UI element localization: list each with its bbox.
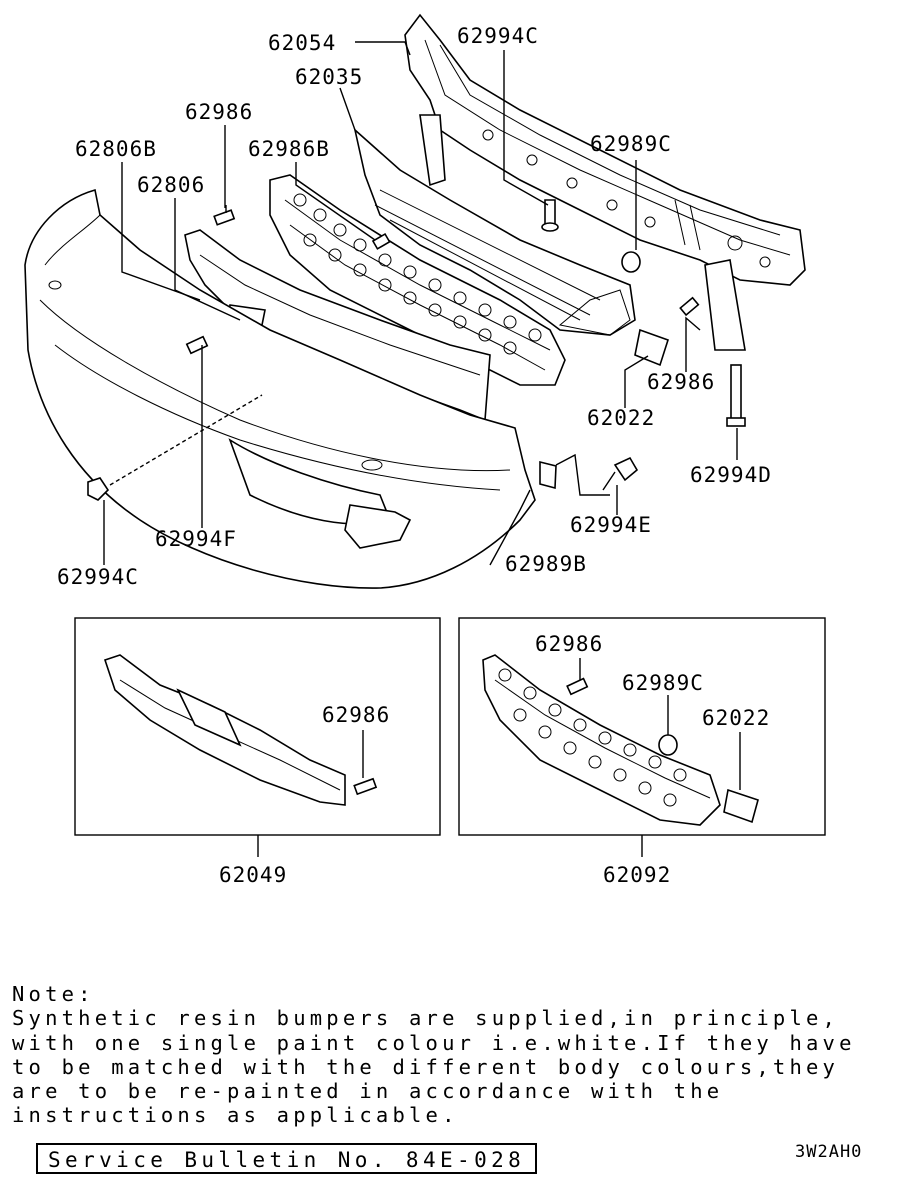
clip-62994C-bottom — [87, 477, 110, 501]
label-62989B: 62989B — [505, 552, 587, 576]
label-62022-sub: 62022 — [702, 706, 770, 730]
leader-lines — [103, 41, 738, 566]
label-62049: 62049 — [219, 863, 287, 887]
label-62994C-top: 62994C — [457, 24, 539, 48]
ornament-62022-top — [634, 328, 669, 367]
grille-mesh-62035 — [353, 127, 636, 336]
label-62986-d: 62986 — [535, 632, 603, 656]
note-line-5: instructions as applicable. — [12, 1103, 459, 1128]
label-62022-top: 62022 — [587, 406, 655, 430]
screw-62986B — [371, 232, 391, 250]
label-62806: 62806 — [137, 173, 205, 197]
bumper-parts-diagram: 62054 62994C 62035 62986 62806B 62986B 6… — [24, 13, 826, 887]
label-62994D: 62994D — [690, 463, 772, 487]
clip-62994C-top — [541, 199, 559, 232]
label-62986-a: 62986 — [185, 100, 253, 124]
screw-62986-a — [213, 205, 236, 226]
label-62092: 62092 — [603, 863, 671, 887]
label-62989C-top: 62989C — [590, 132, 672, 156]
label-62035: 62035 — [295, 65, 363, 89]
reinforcement-bar-62054 — [404, 13, 806, 351]
screw-62994F — [185, 335, 209, 355]
clip-62994E — [613, 456, 639, 482]
note-heading: Note: — [12, 982, 95, 1006]
note-line-2: with one single paint colour i.e.white.I… — [12, 1030, 856, 1055]
label-62989C-sub: 62989C — [622, 671, 704, 695]
bumper-cover — [24, 188, 536, 589]
front-grille-62986B — [269, 174, 566, 386]
bolt-62994D — [726, 364, 746, 427]
label-62994F: 62994F — [155, 527, 237, 551]
screw-62986-b — [679, 296, 700, 317]
label-62994E: 62994E — [570, 513, 652, 537]
diagram-code: 3W2AH0 — [795, 1142, 863, 1162]
label-62994C-bottom: 62994C — [57, 565, 139, 589]
label-62986B: 62986B — [248, 137, 330, 161]
label-62806B: 62806B — [75, 137, 157, 161]
label-62986-b: 62986 — [647, 370, 715, 394]
note-line-3: to be matched with the different body co… — [12, 1054, 840, 1079]
service-bulletin-box: Service Bulletin No. 84E-028 — [36, 1143, 538, 1174]
bumper-reinforcement-62049 — [103, 654, 378, 806]
label-62986-c: 62986 — [322, 703, 390, 727]
note-line-4: are to be re-painted in accordance with … — [12, 1079, 724, 1104]
label-62054: 62054 — [268, 31, 336, 55]
note-line-1: Synthetic resin bumpers are supplied,in … — [12, 1006, 840, 1031]
grille-assembly-62092 — [482, 654, 759, 826]
bracket-62989B — [539, 460, 557, 490]
grommet-62989C-top — [621, 251, 641, 273]
sub-leader-lines — [579, 658, 741, 857]
note-text: Note:Synthetic resin bumpers are supplie… — [12, 982, 892, 1128]
